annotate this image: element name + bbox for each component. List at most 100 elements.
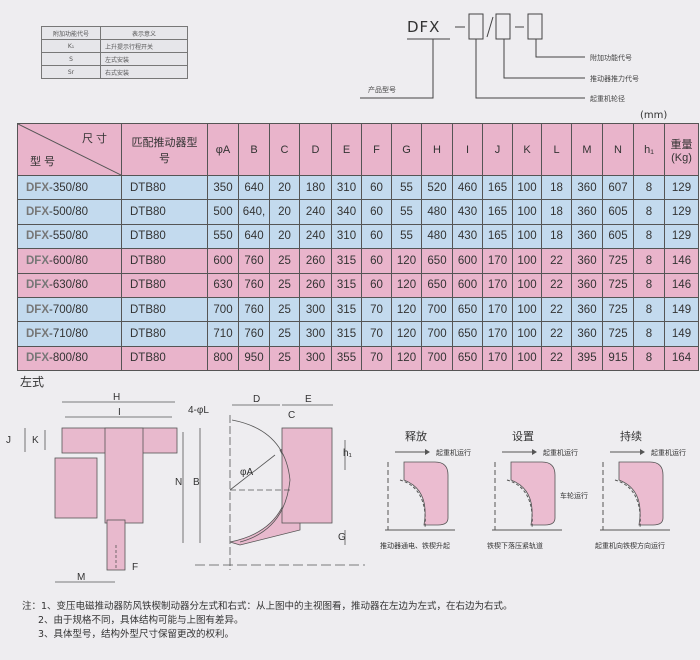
dim-B: B [193, 477, 200, 488]
left-type-title: 左式 [20, 374, 44, 389]
value-cell: 55 [391, 199, 422, 225]
spec-table: 尺 寸 型 号 匹配推动器型号 φA B C D E F G H I J K L… [17, 123, 699, 372]
driver-cell: DTB80 [121, 248, 208, 274]
value-cell: 170 [482, 345, 513, 372]
model-prefix: DFX [26, 352, 49, 365]
value-cell: 22 [541, 248, 572, 274]
value-cell: 300 [299, 321, 332, 347]
value-cell: 800 [207, 345, 239, 372]
col-header: N [602, 123, 634, 176]
col-header: K [512, 123, 542, 176]
driver-cell: DTB80 [121, 223, 208, 250]
value-cell: 640 [238, 174, 270, 201]
col-header: I [452, 123, 483, 176]
meaning-cell: 上升提示行程开关 [100, 39, 188, 53]
value-cell: 18 [541, 223, 572, 250]
value-cell: 60 [361, 223, 392, 250]
value-cell: 700 [421, 296, 453, 323]
value-cell: 120 [391, 272, 422, 298]
value-cell: 650 [452, 321, 483, 347]
value-cell: 600 [207, 248, 239, 274]
value-cell: 640, [238, 199, 270, 225]
value-cell: 360 [571, 296, 603, 323]
value-cell: 300 [299, 345, 332, 372]
value-cell: 25 [269, 345, 300, 372]
model-prefix: DFX [407, 18, 441, 36]
value-cell: 500 [207, 199, 239, 225]
model-cell: DFX-800/80 [17, 345, 122, 372]
value-cell: 360 [571, 248, 603, 274]
driver-cell: DTB80 [121, 272, 208, 298]
value-cell: 25 [269, 321, 300, 347]
dim-phiA: φA [240, 467, 253, 478]
value-cell: 8 [633, 345, 665, 372]
model-prefix: DFX [26, 254, 49, 267]
value-cell: 8 [633, 296, 665, 323]
value-cell: 70 [361, 296, 392, 323]
label-extra-function: 附加功能代号 [590, 54, 632, 62]
value-cell: 700 [421, 345, 453, 372]
weight-cell: 164 [664, 345, 699, 372]
model-prefix: DFX [26, 279, 49, 292]
value-cell: 310 [331, 223, 362, 250]
value-cell: 260 [299, 272, 332, 298]
col-header: J [482, 123, 513, 176]
model-suffix: -350/80 [49, 181, 89, 194]
model-suffix: -600/80 [49, 254, 89, 267]
value-cell: 607 [602, 174, 634, 201]
model-suffix: -500/80 [49, 206, 89, 219]
value-cell: 100 [512, 223, 542, 250]
model-suffix: -800/80 [49, 352, 89, 365]
value-cell: 725 [602, 272, 634, 298]
value-cell: 315 [331, 321, 362, 347]
value-cell: 430 [452, 199, 483, 225]
weight-cell: 129 [664, 223, 699, 250]
value-cell: 170 [482, 321, 513, 347]
value-cell: 120 [391, 296, 422, 323]
weight-cell: 129 [664, 174, 699, 201]
code-cell: Sr [41, 65, 101, 79]
value-cell: 240 [299, 223, 332, 250]
state-1: 设置 起重机运行 铁楔下落压紧轨道 [487, 430, 578, 550]
value-cell: 70 [361, 345, 392, 372]
value-cell: 8 [633, 174, 665, 201]
dim-I: I [118, 407, 121, 418]
model-prefix: DFX [26, 230, 49, 243]
col-header: H [421, 123, 453, 176]
weight-cell: 149 [664, 321, 699, 347]
value-cell: 165 [482, 174, 513, 201]
driver-cell: DTB80 [121, 174, 208, 201]
label-thrust-code: 推动器推力代号 [590, 75, 639, 83]
col-header: C [269, 123, 300, 176]
value-cell: 395 [571, 345, 603, 372]
value-cell: 350 [207, 174, 239, 201]
code-cell: K₁ [41, 39, 101, 53]
value-cell: 640 [238, 223, 270, 250]
model-suffix: -700/80 [49, 303, 89, 316]
value-cell: 710 [207, 321, 239, 347]
value-cell: 120 [391, 321, 422, 347]
model-suffix: -710/80 [49, 328, 89, 341]
value-cell: 650 [452, 296, 483, 323]
meaning-header: 表示意义 [100, 26, 188, 40]
dim-F: F [132, 562, 138, 573]
value-cell: 22 [541, 296, 572, 323]
value-cell: 480 [421, 223, 453, 250]
value-cell: 460 [452, 174, 483, 201]
value-cell: 100 [512, 199, 542, 225]
model-cell: DFX-600/80 [17, 248, 122, 274]
col-header: E [331, 123, 362, 176]
value-cell: 8 [633, 248, 665, 274]
col-header: L [541, 123, 572, 176]
value-cell: 550 [207, 223, 239, 250]
model-prefix: DFX [26, 206, 49, 219]
state-2: 持续 起重机运行 起重机向铁楔方向运行 [595, 429, 686, 550]
value-cell: 100 [512, 296, 542, 323]
value-cell: 165 [482, 223, 513, 250]
value-cell: 22 [541, 272, 572, 298]
state-arrow-label: 起重机运行 [543, 448, 578, 457]
model-cell: DFX-550/80 [17, 223, 122, 250]
